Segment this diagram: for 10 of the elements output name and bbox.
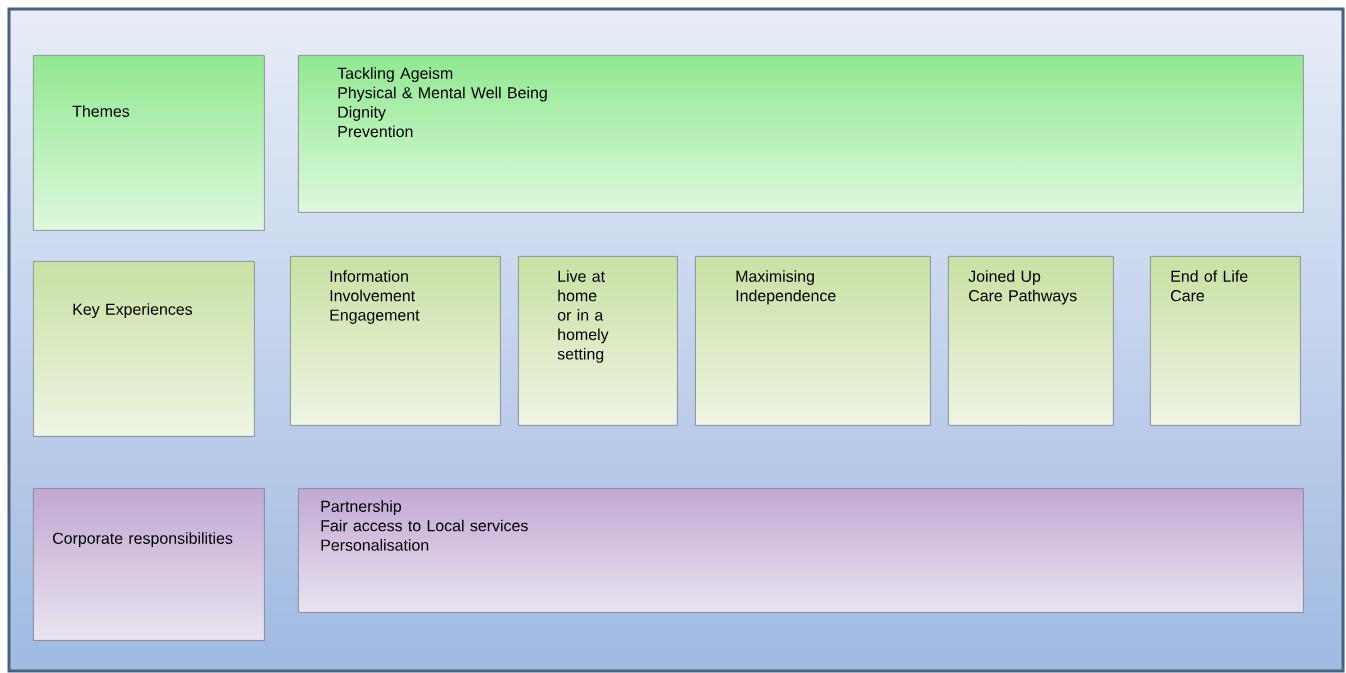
- content-box: End of Life Care: [1150, 256, 1301, 426]
- content-box: Partnership Fair access to Local services Personalisation: [298, 488, 1304, 613]
- content-box: Tackling Ageism Physical & Mental Well Being Dignity Prevention: [298, 55, 1304, 213]
- content-box: Joined Up Care Pathways: [948, 256, 1114, 426]
- content-box: Live at home or in a homely setting: [518, 256, 678, 426]
- category-box: Corporate responsibilities: [33, 488, 265, 641]
- content-box: Information Involvement Engagement: [290, 256, 501, 426]
- category-box: Key Experiences: [33, 261, 255, 437]
- content-box: Maximising Independence: [695, 256, 931, 426]
- category-box: Themes: [33, 55, 265, 231]
